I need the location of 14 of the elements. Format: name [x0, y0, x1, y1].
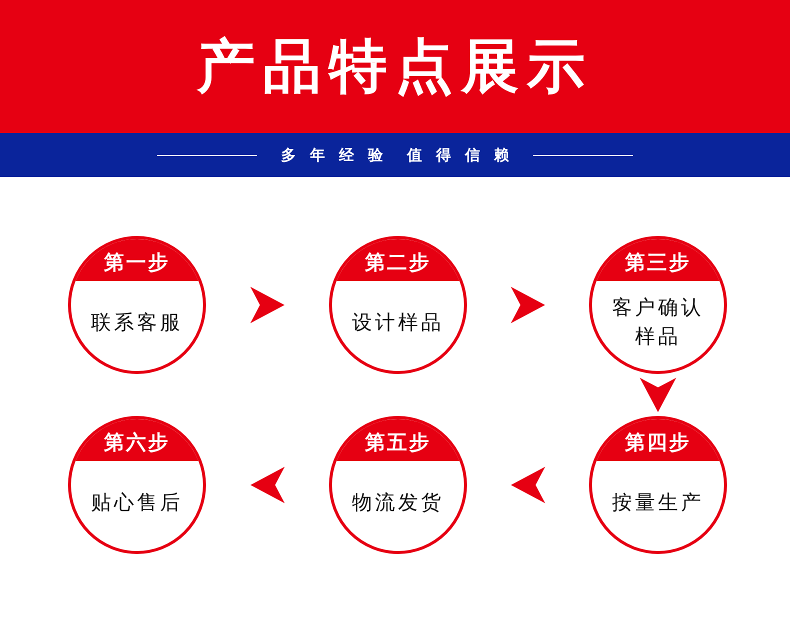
arrow [250, 286, 285, 324]
slogan: 多年经验 [281, 146, 397, 164]
slogan: 值得信赖 [407, 146, 523, 164]
step-text: 按量生产 [611, 488, 705, 516]
arrow [640, 378, 676, 412]
arrow [510, 286, 546, 324]
step-text: 贴心售后 [90, 488, 184, 516]
arrow [510, 466, 546, 504]
step-text: 客户确认样品 [611, 294, 705, 350]
step-text: 物流发货 [351, 488, 445, 516]
step-text: 联系客服 [90, 308, 184, 336]
step-text: 设计样品 [351, 308, 445, 336]
arrow [250, 466, 285, 504]
title: 产品特点展示 [197, 30, 593, 102]
